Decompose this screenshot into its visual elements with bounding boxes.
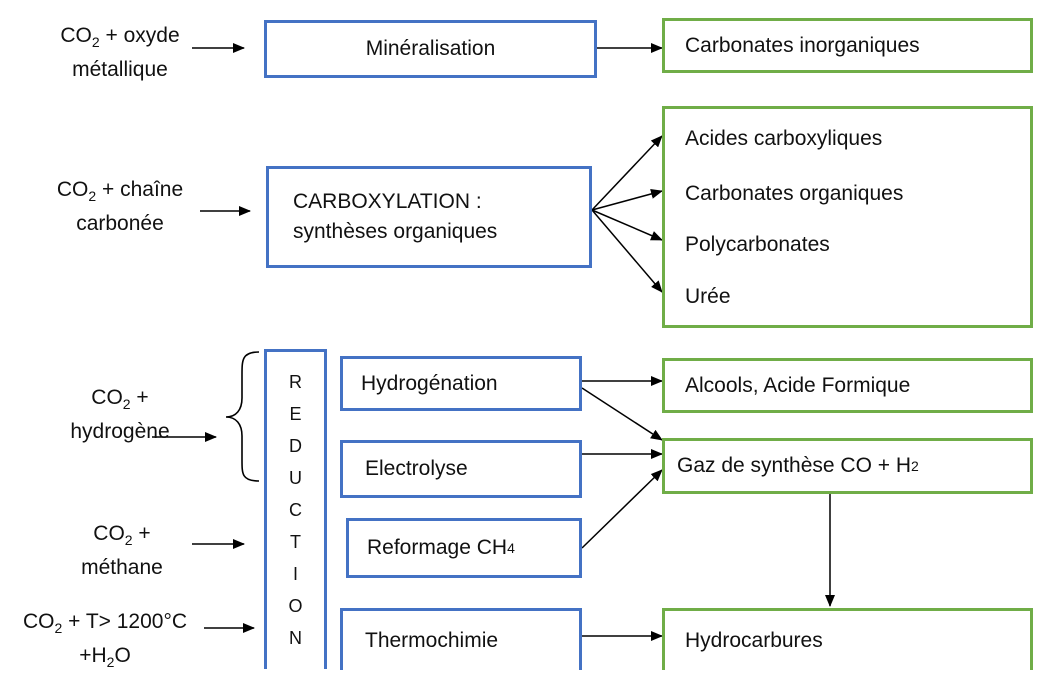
input-co2-chaine: CO2 + chaîne carbonée — [56, 178, 184, 236]
reduction-box: R E D U C T I O N — [264, 349, 327, 669]
reduction-letter: D — [289, 436, 302, 456]
carboxylation-subtitle: synthèses organiques — [293, 220, 498, 243]
thermochimie-box: Thermochimie — [340, 608, 582, 670]
carboxylation-products-box: Acides carboxyliques Carbonates organiqu… — [662, 106, 1033, 328]
input-co2-methane: CO2 + méthane — [81, 522, 163, 580]
reduction-letter: O — [288, 596, 303, 616]
input-co2-oxyde: CO2 + oxyde métallique — [60, 24, 180, 82]
input-co2-thermo: CO2 + T> 1200°C +H2O — [22, 610, 188, 671]
reduction-letter: R — [289, 372, 302, 392]
product-acides-carboxyliques: Acides carboxyliques — [685, 127, 883, 150]
product-polycarbonates: Polycarbonates — [685, 233, 830, 256]
brace-shape — [225, 351, 260, 482]
arrow-hydrogenation-to-gaz — [581, 387, 663, 441]
arrow-carbox-to-uree — [591, 209, 663, 293]
reduction-letter: N — [289, 628, 302, 648]
electrolyse-box: Electrolyse — [340, 440, 582, 498]
reduction-letter: E — [289, 404, 302, 424]
reduction-letter: T — [290, 532, 301, 552]
alcools-box: Alcools, Acide Formique — [662, 358, 1033, 413]
hydrogenation-box: Hydrogénation — [340, 356, 582, 411]
product-uree: Urée — [685, 285, 731, 308]
carboxylation-title: CARBOXYLATION : — [293, 190, 482, 213]
arrow-carbox-to-acides — [591, 135, 663, 211]
arrow-carbox-to-carbonates-org — [591, 189, 663, 211]
carboxylation-box: CARBOXYLATION : synthèses organiques — [266, 166, 592, 268]
hydrocarbures-box: Hydrocarbures — [662, 608, 1033, 670]
carbonates-inorganiques-box: Carbonates inorganiques — [662, 18, 1033, 73]
mineralisation-box: Minéralisation — [264, 20, 597, 78]
arrow-carbox-to-polycarbonates — [591, 209, 663, 241]
arrow-reformage-to-gaz — [581, 469, 663, 549]
product-carbonates-organiques: Carbonates organiques — [685, 182, 904, 205]
reduction-letter: C — [289, 500, 302, 520]
input-co2-hydrogene: CO2 + hydrogène — [70, 386, 170, 444]
reduction-letter: U — [289, 468, 302, 488]
reduction-letter: I — [292, 564, 298, 584]
